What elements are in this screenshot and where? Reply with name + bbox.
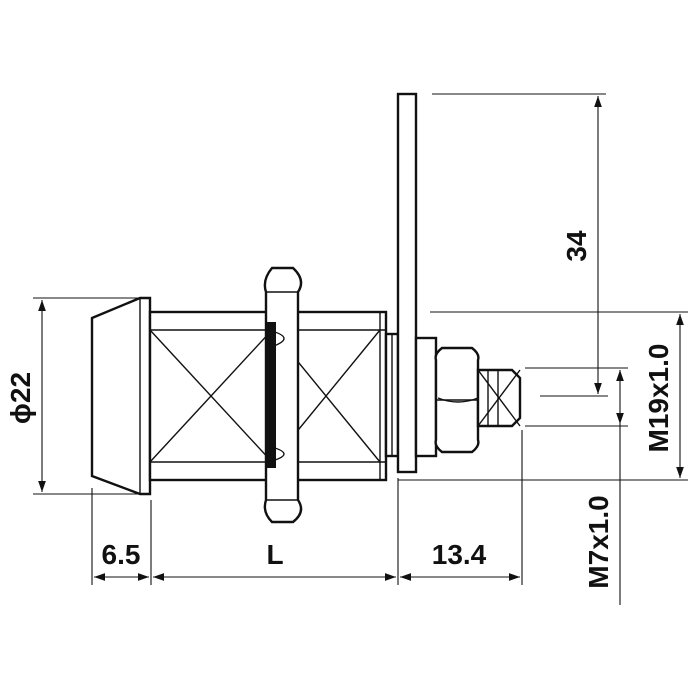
diameter-label: ϕ22 bbox=[5, 372, 36, 424]
threaded-shaft bbox=[476, 368, 522, 428]
mounting-nut bbox=[263, 266, 303, 524]
cam-plate bbox=[396, 92, 418, 474]
extension-lines bbox=[33, 93, 688, 585]
lock-part bbox=[90, 92, 522, 524]
cam-washer bbox=[414, 336, 438, 458]
screw-nut bbox=[434, 346, 480, 454]
dimension-labels: ϕ22 6.5 L 13.4 34 M19x1.0 M7x1.0 bbox=[5, 230, 674, 589]
lock-face bbox=[90, 296, 152, 496]
body-thread-label: M19x1.0 bbox=[643, 344, 674, 453]
cam-length-label: 34 bbox=[561, 230, 592, 262]
shaft-thread-label: M7x1.0 bbox=[583, 495, 614, 588]
dimension-lines bbox=[38, 96, 684, 605]
body-length-label: L bbox=[266, 539, 283, 570]
shaft-length-label: 13.4 bbox=[432, 539, 487, 570]
face-length-label: 6.5 bbox=[102, 539, 141, 570]
